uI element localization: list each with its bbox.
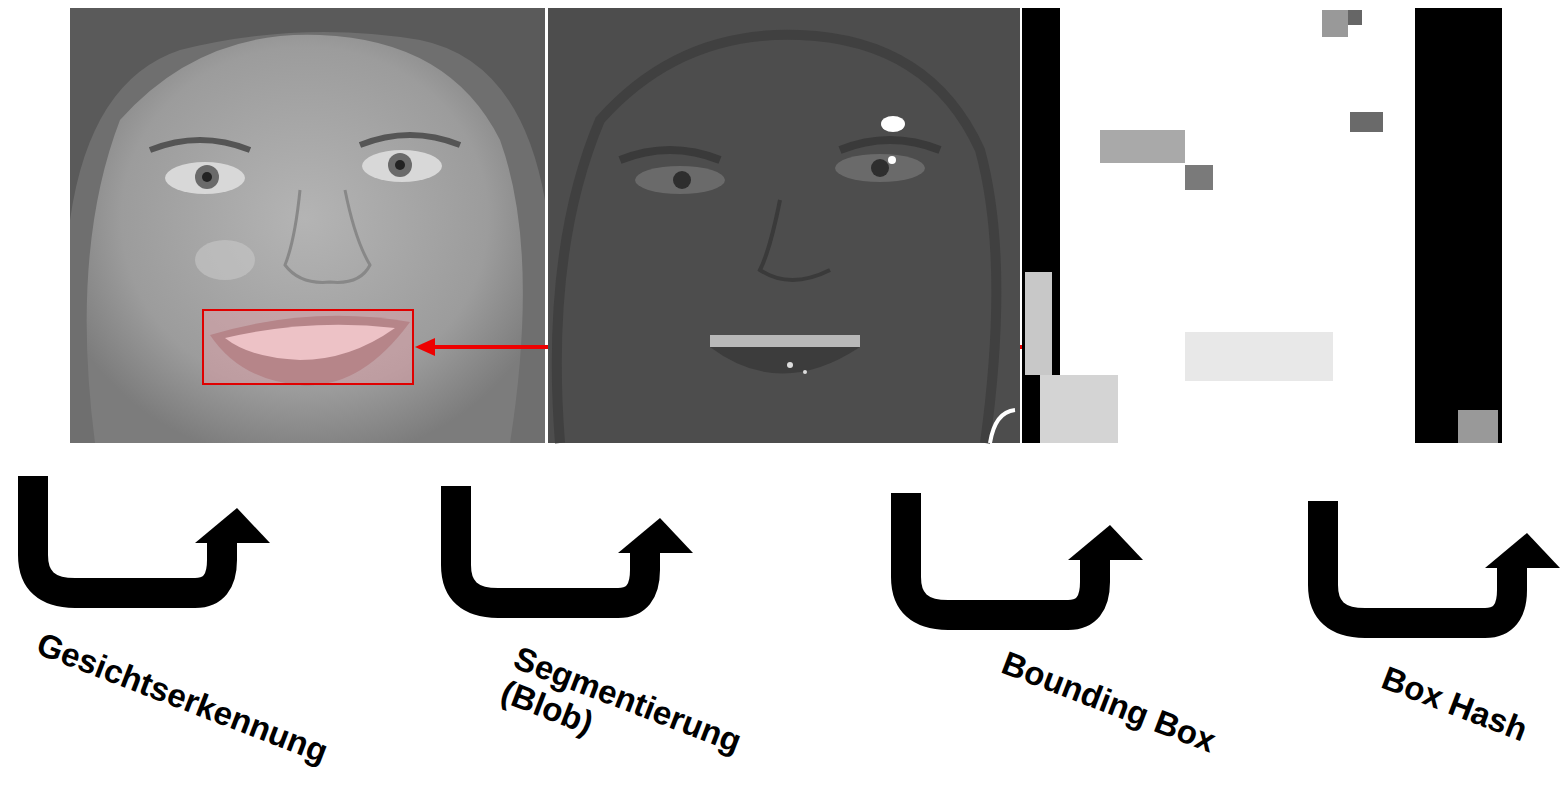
segmentation-image [548,8,1020,443]
step-label: Box Hash [1377,660,1532,748]
step-arrowheads [195,508,1560,568]
step-label: Gesichtserkennung [32,626,333,770]
mouth-highlight [203,310,413,384]
red-arrowhead [415,338,435,356]
step-label: Bounding Box [997,645,1220,759]
step-label: Segmentierung (Blob) [496,640,746,787]
face-photo [70,8,545,443]
bounding-box-image [1022,8,1502,443]
step-arrows [33,476,1512,623]
